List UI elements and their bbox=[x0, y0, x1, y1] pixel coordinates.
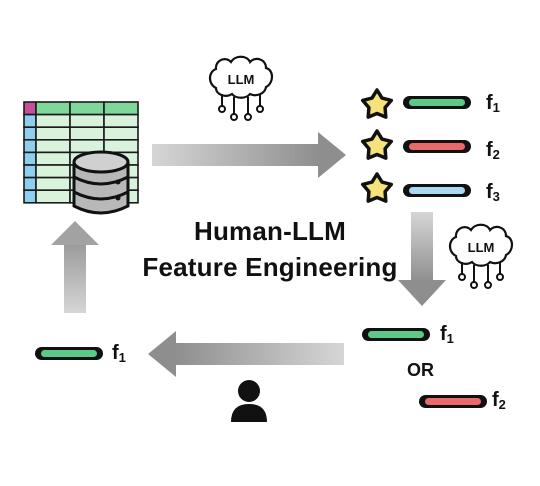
feature-bar bbox=[362, 328, 430, 341]
table-cell bbox=[23, 189, 37, 204]
feature-bar bbox=[403, 184, 471, 197]
table-cell bbox=[35, 113, 71, 128]
brain-llm-icon-top: LLM bbox=[208, 55, 274, 121]
arrow-left bbox=[148, 331, 344, 377]
table-cell bbox=[103, 101, 139, 116]
table-cell bbox=[23, 101, 37, 116]
table-cell bbox=[103, 139, 139, 154]
feature-label-choice-1: f1 bbox=[440, 323, 454, 346]
star-icon bbox=[360, 172, 394, 203]
table-cell bbox=[35, 189, 71, 204]
arrow-up bbox=[51, 221, 99, 313]
star-icon bbox=[360, 129, 394, 160]
table-cell bbox=[23, 176, 37, 192]
feature-label-selected: f1 bbox=[112, 342, 126, 365]
table-cell bbox=[23, 113, 37, 128]
or-label: OR bbox=[407, 360, 434, 380]
llm-label-top: LLM bbox=[228, 72, 255, 87]
table-cell bbox=[69, 139, 105, 154]
feature-bar bbox=[35, 347, 103, 360]
feature-label-top-3: f3 bbox=[486, 181, 500, 204]
database-icon bbox=[72, 150, 130, 215]
feature-label-choice-2: f2 bbox=[492, 389, 506, 412]
arrow-down bbox=[398, 212, 446, 306]
table-cell bbox=[35, 126, 71, 141]
table-cell bbox=[35, 101, 71, 116]
person-icon bbox=[231, 380, 267, 422]
feature-bar bbox=[403, 140, 471, 153]
table-cell bbox=[35, 151, 71, 166]
table-cell bbox=[23, 151, 37, 166]
table-cell bbox=[69, 113, 105, 128]
arrow-right bbox=[152, 132, 346, 178]
star-icons bbox=[360, 88, 394, 203]
feature-bars bbox=[35, 96, 487, 408]
table-cell bbox=[23, 126, 37, 141]
table-cell bbox=[23, 164, 37, 179]
feature-bar bbox=[403, 96, 471, 109]
table-cell bbox=[69, 126, 105, 141]
title-line-1: Human-LLM bbox=[194, 216, 346, 246]
table-cell bbox=[35, 139, 71, 154]
title-line-2: Feature Engineering bbox=[142, 252, 398, 282]
table-cell bbox=[23, 139, 37, 154]
table-cell bbox=[35, 176, 71, 192]
star-icon bbox=[360, 88, 394, 119]
llm-label-right: LLM bbox=[468, 240, 495, 255]
feature-label-top-2: f2 bbox=[486, 139, 500, 162]
feature-bar bbox=[419, 395, 487, 408]
table-cell bbox=[103, 113, 139, 128]
table-cell bbox=[69, 101, 105, 116]
brain-llm-icon-right: LLM bbox=[448, 223, 514, 289]
table-cell bbox=[103, 126, 139, 141]
table-cell bbox=[35, 164, 71, 179]
feature-label-top-1: f1 bbox=[486, 92, 500, 115]
